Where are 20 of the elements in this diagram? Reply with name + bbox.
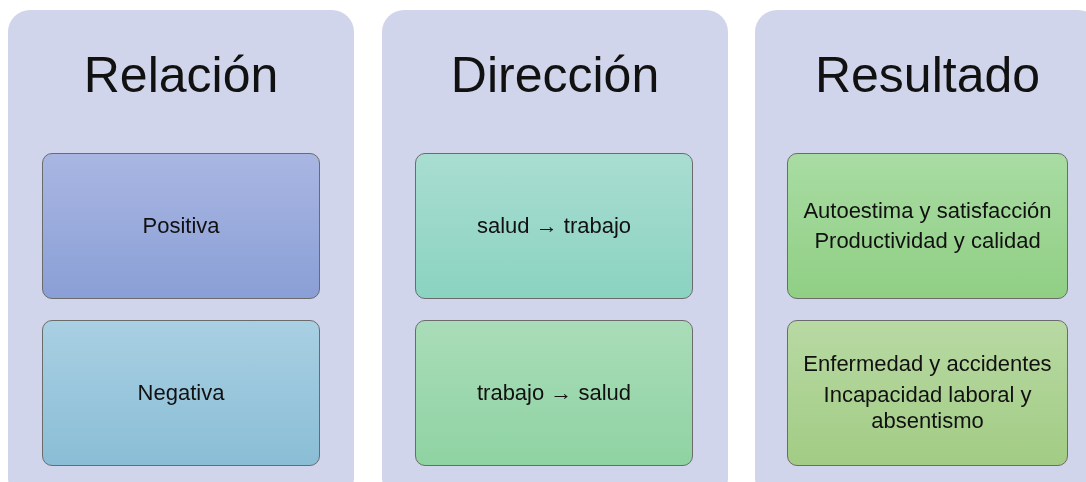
content-box bbox=[415, 153, 693, 299]
column-panel bbox=[755, 10, 1086, 482]
box-text: Autoestima y satisfacción bbox=[803, 197, 1052, 224]
column-panel bbox=[382, 10, 728, 482]
box-text: salud → trabajo bbox=[476, 212, 632, 240]
box-text: Positiva bbox=[142, 212, 220, 240]
box-text: trabajo → salud bbox=[476, 379, 632, 407]
column-heading: Dirección bbox=[449, 48, 661, 103]
content-box bbox=[42, 153, 320, 299]
box-text: Incapacidad laboral y absentismo bbox=[822, 381, 1033, 435]
content-box bbox=[787, 320, 1068, 466]
content-box bbox=[42, 320, 320, 466]
column-panel bbox=[8, 10, 354, 482]
content-box bbox=[415, 320, 693, 466]
content-box bbox=[787, 153, 1068, 299]
column-heading: Resultado bbox=[813, 48, 1042, 103]
column-heading: Relación bbox=[82, 48, 280, 103]
box-text: Negativa bbox=[137, 379, 225, 407]
box-text: Productividad y calidad bbox=[814, 228, 1041, 255]
box-text: Enfermedad y accidentes bbox=[803, 351, 1052, 378]
